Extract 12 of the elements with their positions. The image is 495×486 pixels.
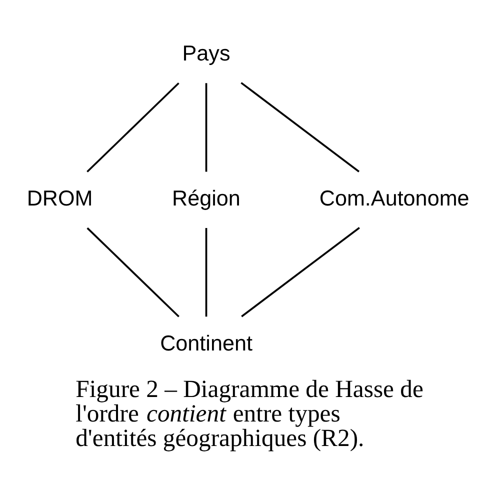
node-text: DROM <box>26 186 93 211</box>
node-text: Com.Autonome <box>319 186 470 211</box>
node-text: Région <box>172 186 240 211</box>
caption: Figure 2 – Diagramme de Hasse de l'ordre contient entre types d'entités géographiques (R2). <box>76 376 424 452</box>
connector <box>86 227 180 318</box>
connector <box>86 82 180 172</box>
connector <box>241 226 360 318</box>
node-text: Pays <box>182 40 230 66</box>
connector <box>205 83 208 172</box>
connector <box>240 82 360 172</box>
connector <box>205 228 208 317</box>
node-text: Continent <box>160 330 252 356</box>
